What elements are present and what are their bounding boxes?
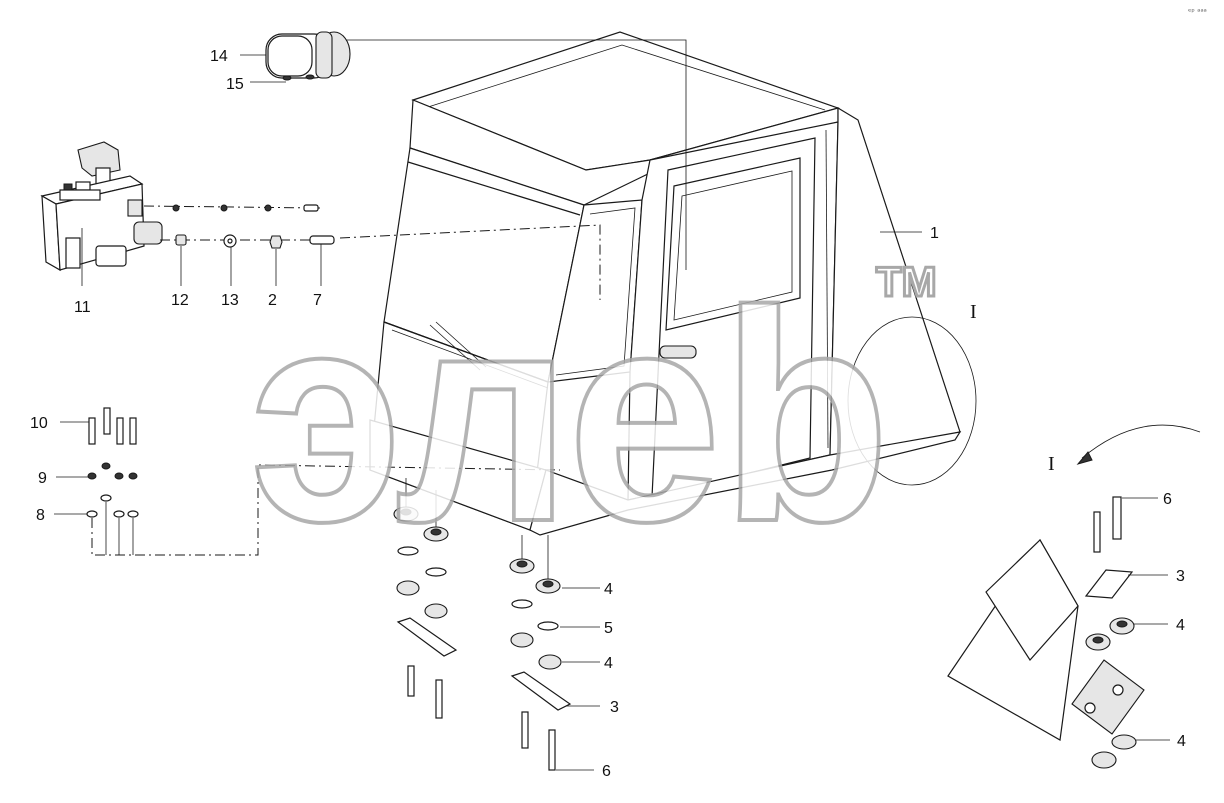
callout-4-upper: 4 <box>604 581 613 598</box>
watermark-logo: элеb <box>250 248 890 584</box>
cab-body <box>369 31 977 536</box>
corner-mark: ᵉᵖ ᵃᵃᵃ <box>1188 7 1207 16</box>
callout-8: 8 <box>36 507 45 524</box>
callout-6-center: 6 <box>602 763 611 780</box>
left-fastener-set <box>86 407 139 518</box>
callout-3-center: 3 <box>610 699 619 716</box>
detail-marker-view: I <box>1048 453 1055 475</box>
beacon-lamp <box>265 31 351 81</box>
callout-11: 11 <box>74 299 91 316</box>
detail-circle-i <box>847 316 977 486</box>
fasteners-row <box>172 204 335 249</box>
control-block <box>40 141 163 272</box>
front-mount-stack <box>393 506 458 719</box>
detail-marker-top: I <box>970 301 977 323</box>
callout-2: 2 <box>268 292 277 309</box>
callout-4-lower: 4 <box>604 655 613 672</box>
callout-3-detail: 3 <box>1176 568 1185 585</box>
callout-10: 10 <box>30 415 48 432</box>
watermark-trademark: TM <box>876 258 937 305</box>
callout-5: 5 <box>604 620 613 637</box>
callout-4-detail-upper: 4 <box>1176 617 1185 634</box>
callout-14: 14 <box>210 48 228 65</box>
detail-view-i <box>947 424 1201 769</box>
callout-6-detail: 6 <box>1163 491 1172 508</box>
callout-7: 7 <box>313 292 322 309</box>
callout-12: 12 <box>171 292 189 309</box>
callout-9: 9 <box>38 470 47 487</box>
callout-15: 15 <box>226 76 244 93</box>
callout-1: 1 <box>930 225 939 242</box>
callout-4-detail-lower: 4 <box>1177 733 1186 750</box>
rear-mount-stack <box>509 558 572 771</box>
callout-13: 13 <box>221 292 239 309</box>
